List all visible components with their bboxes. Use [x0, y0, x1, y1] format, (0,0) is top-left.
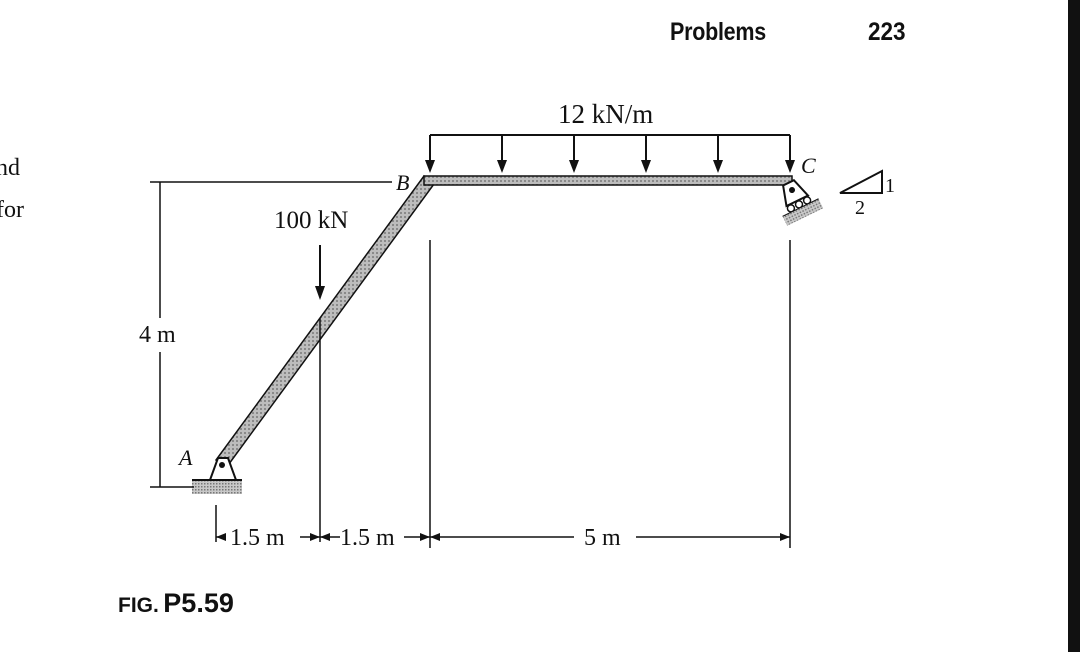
- extension-lines: [215, 240, 791, 548]
- slope-run-label: 2: [855, 197, 865, 219]
- point-load-arrow: [315, 245, 325, 300]
- dimension-label-3: 5 m: [584, 525, 621, 551]
- height-dimension-label: 4 m: [139, 322, 176, 348]
- figure-caption-number: P5.59: [163, 588, 234, 618]
- point-label-a: A: [177, 445, 193, 470]
- pin-support-a: [192, 457, 242, 494]
- point-label-b: B: [396, 170, 409, 195]
- height-dimension: [150, 181, 392, 488]
- slope-triangle: [839, 169, 883, 194]
- running-header-title: Problems: [670, 18, 766, 46]
- roller-support-c: [781, 178, 824, 226]
- point-load-label: 100 kN: [274, 207, 348, 234]
- figure-caption-prefix: FIG.: [118, 594, 159, 617]
- dimension-arrowheads: [216, 533, 790, 541]
- figure-caption: FIG. P5.59: [118, 588, 234, 619]
- point-label-c: C: [801, 153, 816, 178]
- clipped-margin-text-2: for: [0, 197, 24, 223]
- distributed-load-label: 12 kN/m: [558, 99, 653, 129]
- page-number: 223: [868, 18, 906, 46]
- slope-rise-label: 1: [885, 175, 895, 197]
- distributed-load: [425, 134, 795, 173]
- scrollbar[interactable]: [1068, 0, 1080, 652]
- clipped-margin-text-1: nd: [0, 155, 20, 181]
- dimension-label-1: 1.5 m: [230, 525, 285, 551]
- dimension-label-2: 1.5 m: [340, 525, 395, 551]
